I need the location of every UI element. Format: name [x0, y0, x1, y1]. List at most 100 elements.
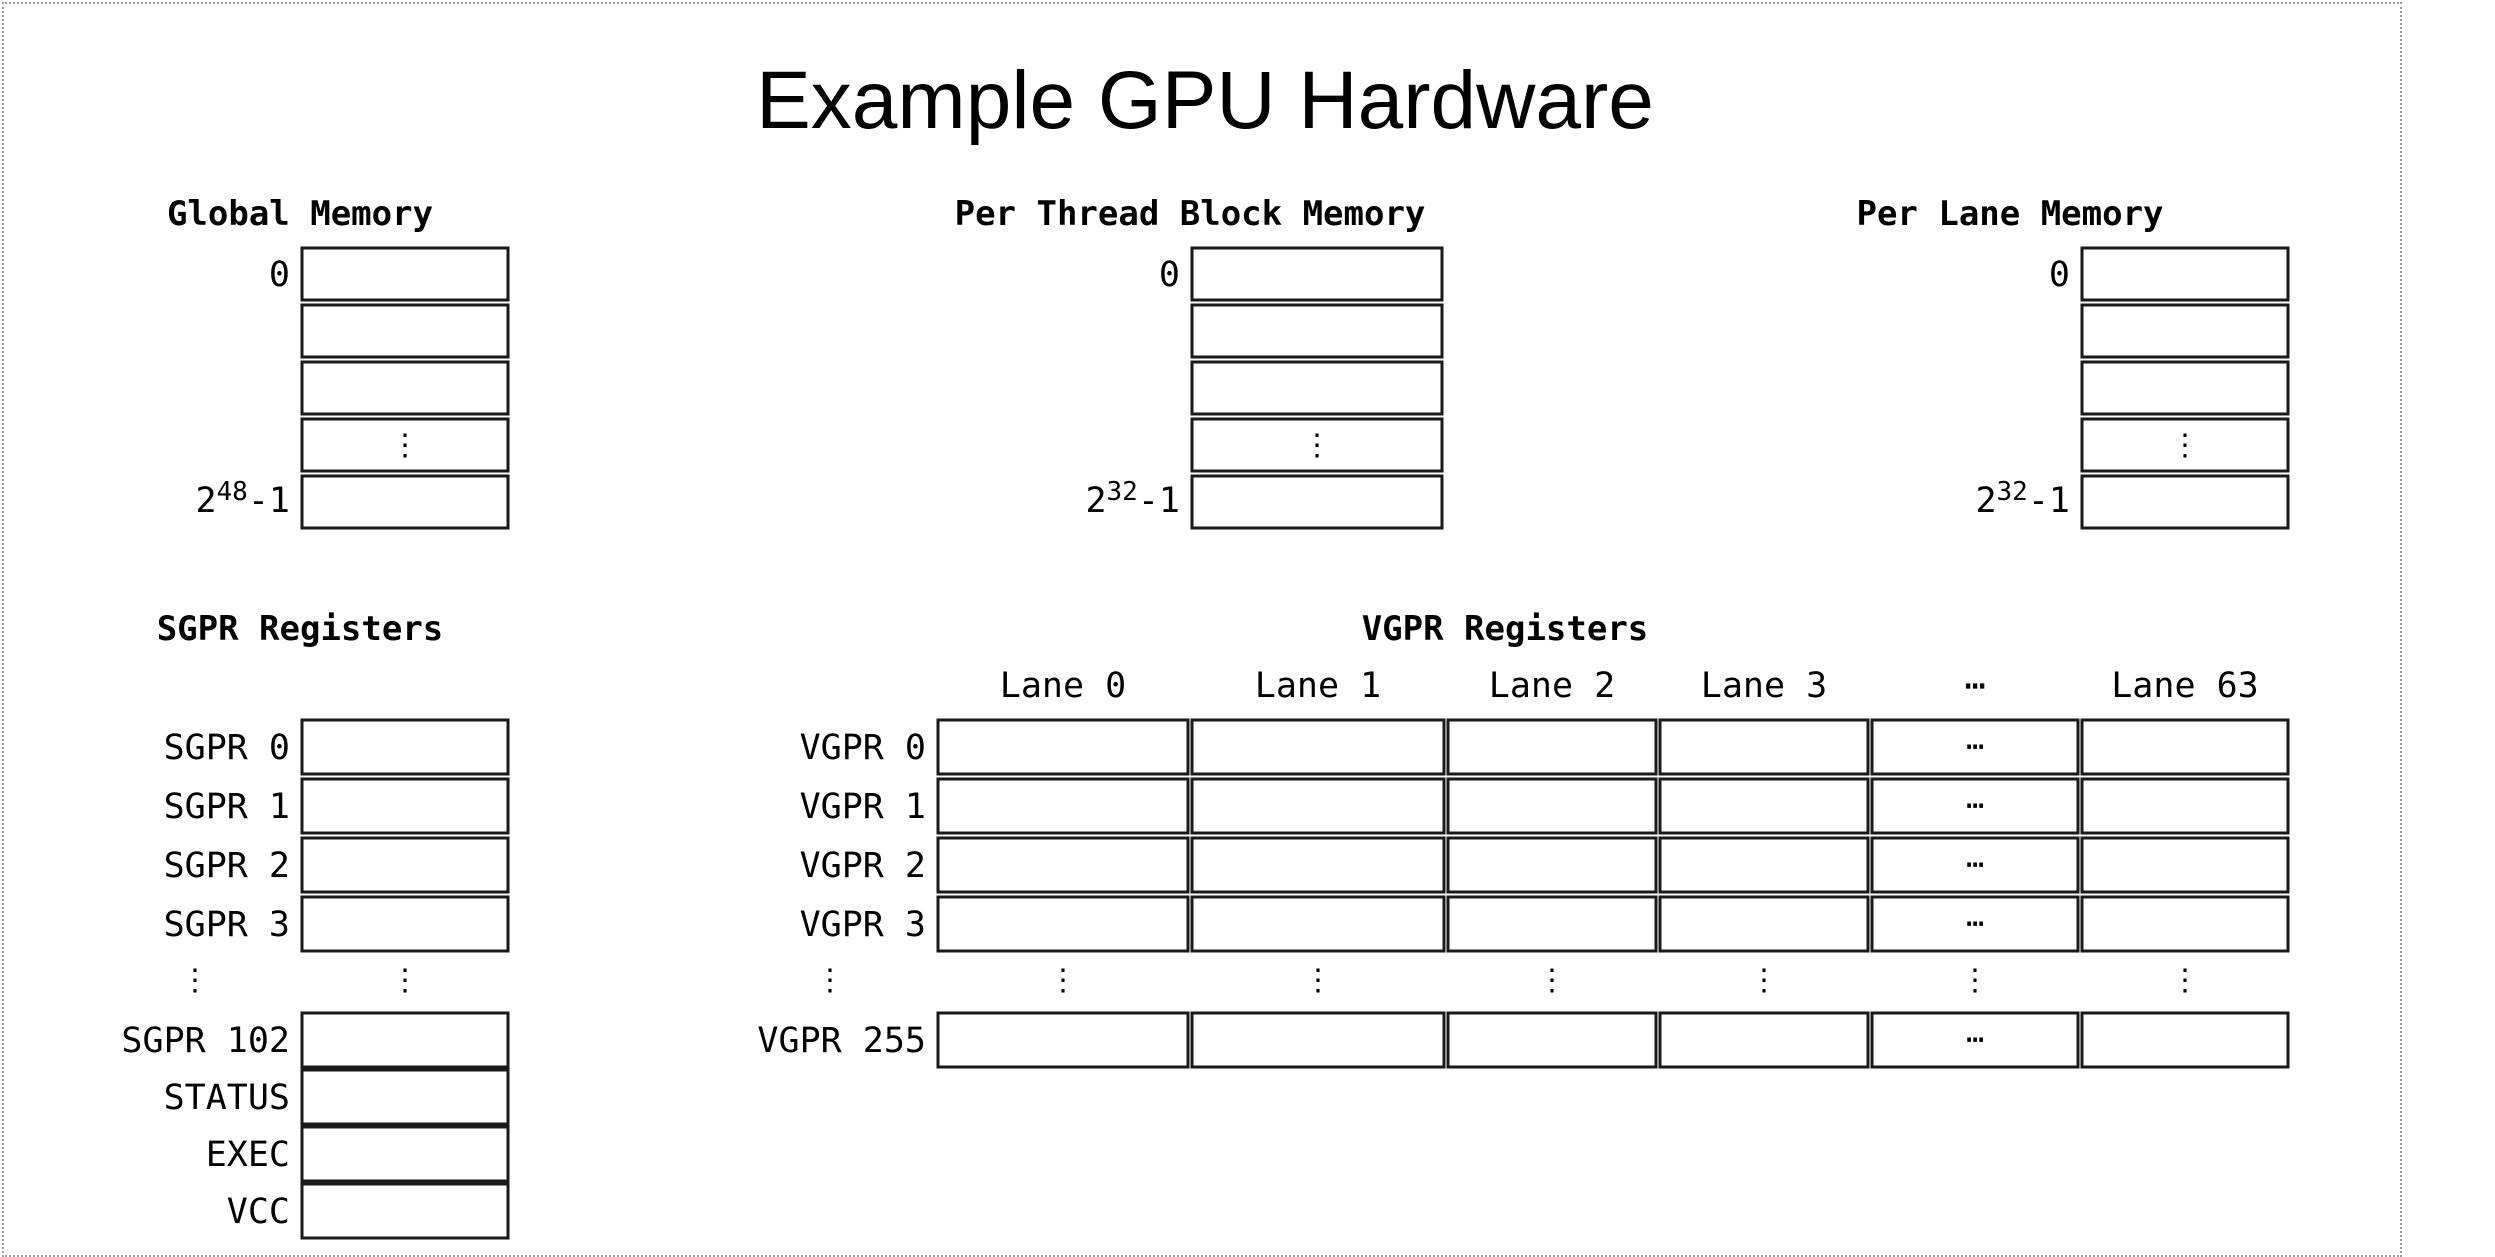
vgpr-registers-header: VGPR Registers — [1362, 609, 1649, 649]
vertical-ellipsis: ⋮ — [815, 963, 845, 998]
vgpr-label: VGPR 3 — [800, 905, 926, 945]
horizontal-ellipsis: ⋯ — [1966, 729, 1984, 764]
vgpr-cell — [1190, 777, 1446, 835]
vertical-ellipsis: ⋮ — [180, 963, 210, 998]
vertical-ellipsis: ⋮ — [1303, 963, 1333, 998]
vertical-ellipsis: ⋮ — [2170, 963, 2200, 998]
vertical-ellipsis: ⋮ — [390, 428, 420, 463]
vgpr-label: VGPR 255 — [757, 1021, 926, 1061]
vertical-ellipsis: ⋮ — [1960, 963, 1990, 998]
vgpr-cell — [1658, 836, 1870, 894]
global-memory-header: Global Memory — [167, 194, 433, 234]
sgpr-cell — [300, 1125, 510, 1183]
vgpr-lane-header: Lane 63 — [2111, 666, 2259, 706]
vgpr-cell — [1190, 836, 1446, 894]
vgpr-cell — [1446, 1011, 1658, 1069]
vgpr-cell — [1870, 895, 2080, 953]
vgpr-label: VGPR 2 — [800, 846, 926, 886]
lane-memory-cell — [2080, 474, 2290, 530]
vgpr-cell — [1870, 718, 2080, 776]
sgpr-label: EXEC — [206, 1135, 290, 1175]
lane-memory-start-address: 0 — [2049, 255, 2070, 295]
vgpr-label: VGPR 1 — [800, 787, 926, 827]
sgpr-label: STATUS — [164, 1078, 290, 1118]
global-memory-end-address: 248-1 — [195, 477, 290, 521]
sgpr-label: SGPR 3 — [164, 905, 290, 945]
lane-memory-end-address: 232-1 — [1975, 477, 2070, 521]
lane-memory-block: Per Lane Memory 0 ⋮ 232-1 — [1856, 194, 2290, 530]
sgpr-label: SGPR 0 — [164, 728, 290, 768]
sgpr-label: SGPR 102 — [121, 1021, 290, 1061]
vgpr-cell — [1870, 836, 2080, 894]
vgpr-cell — [1190, 718, 1446, 776]
vgpr-cell — [2080, 836, 2290, 894]
vgpr-lane-header: Lane 3 — [1701, 666, 1827, 706]
thread-block-memory-cell — [1190, 417, 1444, 473]
vgpr-cell — [2080, 895, 2290, 953]
vertical-ellipsis: ⋮ — [1048, 963, 1078, 998]
vgpr-cell — [1446, 895, 1658, 953]
sgpr-label: VCC — [227, 1192, 290, 1232]
sgpr-label: SGPR 1 — [164, 787, 290, 827]
global-memory-cell — [300, 417, 510, 473]
horizontal-ellipsis: ⋯ — [1966, 788, 1984, 823]
global-memory-cell — [300, 474, 510, 530]
vgpr-cell — [1870, 777, 2080, 835]
thread-block-memory-cell — [1190, 474, 1444, 530]
thread-block-memory-block: Per Thread Block Memory 0 ⋮ 232-1 — [955, 194, 1444, 530]
thread-block-memory-start-address: 0 — [1159, 255, 1180, 295]
sgpr-registers-block: SGPR Registers SGPR 0 SGPR 1 SGPR 2 SGPR 3 ⋮… — [121, 609, 510, 1240]
vertical-ellipsis: ⋮ — [1749, 963, 1779, 998]
vgpr-label: VGPR 0 — [800, 728, 926, 768]
horizontal-ellipsis: ⋯ — [1966, 1022, 1984, 1057]
vgpr-cell — [1658, 1011, 1870, 1069]
vgpr-cell — [1190, 895, 1446, 953]
vgpr-cell — [1446, 718, 1658, 776]
vgpr-cell — [936, 718, 1190, 776]
lane-memory-cell — [2080, 303, 2290, 359]
lane-memory-cell — [2080, 360, 2290, 416]
sgpr-registers-header: SGPR Registers — [157, 609, 444, 649]
sgpr-label: SGPR 2 — [164, 846, 290, 886]
thread-block-memory-cell — [1190, 246, 1444, 302]
sgpr-cell — [300, 1068, 510, 1126]
vgpr-cell — [2080, 777, 2290, 835]
global-memory-start-address: 0 — [269, 255, 290, 295]
thread-block-memory-cell — [1190, 303, 1444, 359]
vgpr-cell — [936, 777, 1190, 835]
sgpr-cell — [300, 836, 510, 894]
sgpr-cell — [300, 895, 510, 953]
vgpr-cell — [1870, 1011, 2080, 1069]
vgpr-cell — [2080, 1011, 2290, 1069]
thread-block-memory-cell — [1190, 360, 1444, 416]
horizontal-ellipsis: ⋯ — [1966, 847, 1984, 882]
lane-memory-cell — [2080, 417, 2290, 473]
sgpr-cell — [300, 1011, 510, 1069]
vgpr-cell — [1190, 1011, 1446, 1069]
vertical-ellipsis: ⋮ — [1537, 963, 1567, 998]
diagram-title: Example GPU Hardware — [756, 55, 1654, 146]
vertical-ellipsis: ⋮ — [1302, 428, 1332, 463]
vgpr-lane-header: Lane 2 — [1489, 666, 1615, 706]
vgpr-cell — [2080, 718, 2290, 776]
thread-block-memory-header: Per Thread Block Memory — [955, 194, 1426, 234]
horizontal-ellipsis: ⋯ — [1966, 906, 1984, 941]
vgpr-cell — [1446, 836, 1658, 894]
global-memory-cell — [300, 303, 510, 359]
vgpr-cell — [936, 836, 1190, 894]
vgpr-lane-header: Lane 1 — [1255, 666, 1381, 706]
vgpr-cell — [936, 895, 1190, 953]
lane-memory-cell — [2080, 246, 2290, 302]
vgpr-lane-header: ⋯ — [1964, 666, 1985, 706]
vertical-ellipsis: ⋮ — [390, 963, 420, 998]
vgpr-registers-block: VGPR Registers Lane 0 Lane 1 Lane 2 Lane 3 ⋯… — [757, 609, 2290, 1069]
vgpr-lane-header: Lane 0 — [1000, 666, 1126, 706]
sgpr-cell — [300, 718, 510, 776]
global-memory-cell — [300, 246, 510, 302]
sgpr-cell — [300, 1182, 510, 1240]
lane-memory-header: Per Lane Memory — [1856, 194, 2163, 234]
sgpr-cell — [300, 777, 510, 835]
global-memory-cell — [300, 360, 510, 416]
vgpr-cell — [1446, 777, 1658, 835]
